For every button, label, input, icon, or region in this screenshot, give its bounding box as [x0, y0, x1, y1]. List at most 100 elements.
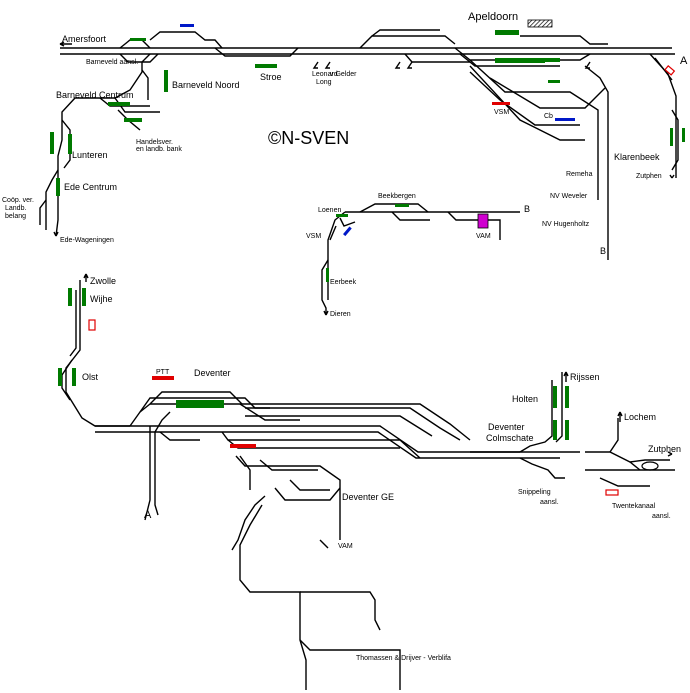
label-loenen: Loenen [318, 207, 341, 214]
track-beekbergen-dieren [321, 203, 520, 315]
track-deventer-ge [231, 479, 401, 690]
platform-loenen [336, 214, 348, 217]
label-twentekanaal-1: Twentekanaal [612, 503, 656, 510]
label-barneveld-noord: Barneveld Noord [172, 80, 240, 90]
label-nv-weveler: NV Weveler [550, 193, 588, 200]
platform-barneveld-noord [164, 70, 168, 92]
label-eerbeek: Eerbeek [330, 279, 357, 286]
track-holten-zutphen [470, 372, 675, 487]
siding-magenta-vam [477, 213, 489, 229]
platform-lunteren-b [68, 134, 72, 154]
platform-lunteren [50, 132, 54, 154]
siding-red-ptt [152, 376, 174, 380]
label-v-gelder: v Gelder [330, 71, 357, 78]
track-amersfoort-apeldoorn [60, 29, 677, 260]
junction-ring-icon [641, 461, 659, 471]
siding-red-wijhe [88, 319, 96, 331]
label-apeldoorn: Apeldoorn [468, 11, 518, 23]
label-leonard: Leonard [312, 71, 338, 78]
label-thomassen: Thomassen & Drijver - Verblifa [356, 655, 451, 662]
platform-olst-1 [58, 368, 62, 386]
label-vam-mid: VAM [476, 233, 491, 240]
label-zwolle: Zwolle [90, 276, 116, 286]
label-deventer-colmschate-1: Deventer [488, 422, 525, 432]
labels: Amersfoort Barneveld aansl. Stroe Leonar… [2, 11, 688, 662]
arrow-apeldoorn-icon [394, 61, 401, 69]
label-vam-bottom: VAM [338, 543, 353, 550]
platform-wijhe-1 [68, 288, 72, 306]
label-handelsver-2: en landb. bank [136, 146, 182, 153]
siding-hatched-apeldoorn [527, 19, 553, 28]
arrow-zwolle-up-icon [83, 273, 89, 282]
label-deventer-ge: Deventer GE [342, 492, 394, 502]
platform-stroe [255, 64, 277, 68]
copyright-logo: ©N-SVEN [268, 128, 349, 148]
label-a-top: A [680, 55, 688, 67]
track-deventer-main [95, 391, 520, 540]
label-remeha: Remeha [566, 171, 593, 178]
siding-blue-loenen [343, 226, 352, 237]
arrow-vgelder-icon [324, 61, 331, 69]
label-rijssen: Rijssen [570, 372, 600, 382]
platform-klarenbeek-2 [682, 128, 685, 142]
label-coop-3: belang [5, 213, 26, 220]
label-barneveld-centrum: Barneveld Centrum [56, 90, 134, 100]
label-stroe: Stroe [260, 72, 282, 82]
direction-arrows [53, 41, 675, 457]
label-lochem: Lochem [624, 412, 656, 422]
platform-colmschate-2 [565, 420, 569, 440]
colored-sidings [88, 19, 676, 496]
label-snippeling-1: Snippeling [518, 489, 551, 496]
label-nv-hugenholtz: NV Hugenholtz [542, 221, 590, 228]
label-lunteren: Lunteren [72, 150, 108, 160]
label-zutphen-right: Zutphen [648, 444, 681, 454]
label-snippeling-2: aansl. [540, 499, 559, 506]
label-vsm-top: VSM [494, 109, 509, 116]
label-zutphen-down: Zutphen [636, 173, 662, 180]
platform-colmschate-1 [553, 420, 557, 440]
label-ptt: PTT [156, 369, 170, 376]
platform-beekbergen [395, 204, 409, 207]
arrow-lochem-up-icon [617, 411, 623, 422]
label-dieren: Dieren [330, 311, 351, 318]
platform-eerbeek [326, 268, 329, 282]
platforms [50, 30, 685, 440]
siding-blue-barneveld [180, 24, 194, 27]
label-handelsver-1: Handelsver. [136, 139, 173, 146]
label-b-mid: B [524, 204, 530, 214]
track-klarenbeek [671, 109, 679, 171]
siding-red-twentekanaal [605, 489, 619, 496]
platform-deventer [176, 400, 224, 408]
label-ede-wageningen: Ede-Wageningen [60, 237, 114, 244]
label-twentekanaal-2: aansl. [652, 513, 671, 520]
label-b-right: B [600, 246, 606, 256]
platform-barneveld-centrum [108, 102, 130, 106]
siding-red-vsm [492, 102, 510, 105]
label-vsm-mid: VSM [306, 233, 321, 240]
arrow-zutphen-down-icon [669, 174, 675, 179]
label-holten: Holten [512, 394, 538, 404]
arrow-rijssen-up-icon [563, 371, 569, 382]
label-beekbergen: Beekbergen [378, 193, 416, 200]
label-cb: Cb [544, 113, 553, 120]
platform-apeldoorn-4 [548, 80, 560, 83]
platform-apeldoorn-1 [495, 30, 519, 35]
platform-apeldoorn-2 [495, 58, 545, 63]
platform-ede-centrum [56, 178, 60, 196]
platform-holten-2 [565, 386, 569, 408]
label-barneveld-aansl: Barneveld aansl. [86, 59, 138, 66]
arrow-apeldoorn2-icon [406, 61, 413, 69]
platform-handelsver [124, 118, 142, 122]
platform-barneveld-aansl [130, 38, 146, 41]
label-wijhe: Wijhe [90, 294, 113, 304]
label-a-bottom: A [144, 509, 152, 521]
label-olst: Olst [82, 372, 99, 382]
label-coop-1: Coöp. ver. [2, 197, 34, 204]
label-long: Long [316, 79, 332, 86]
arrow-zutphen-right-icon [667, 451, 673, 457]
platform-wijhe-2 [82, 288, 86, 306]
label-coop-2: Landb. [5, 205, 26, 212]
label-amersfoort: Amersfoort [62, 34, 107, 44]
label-deventer: Deventer [194, 368, 231, 378]
